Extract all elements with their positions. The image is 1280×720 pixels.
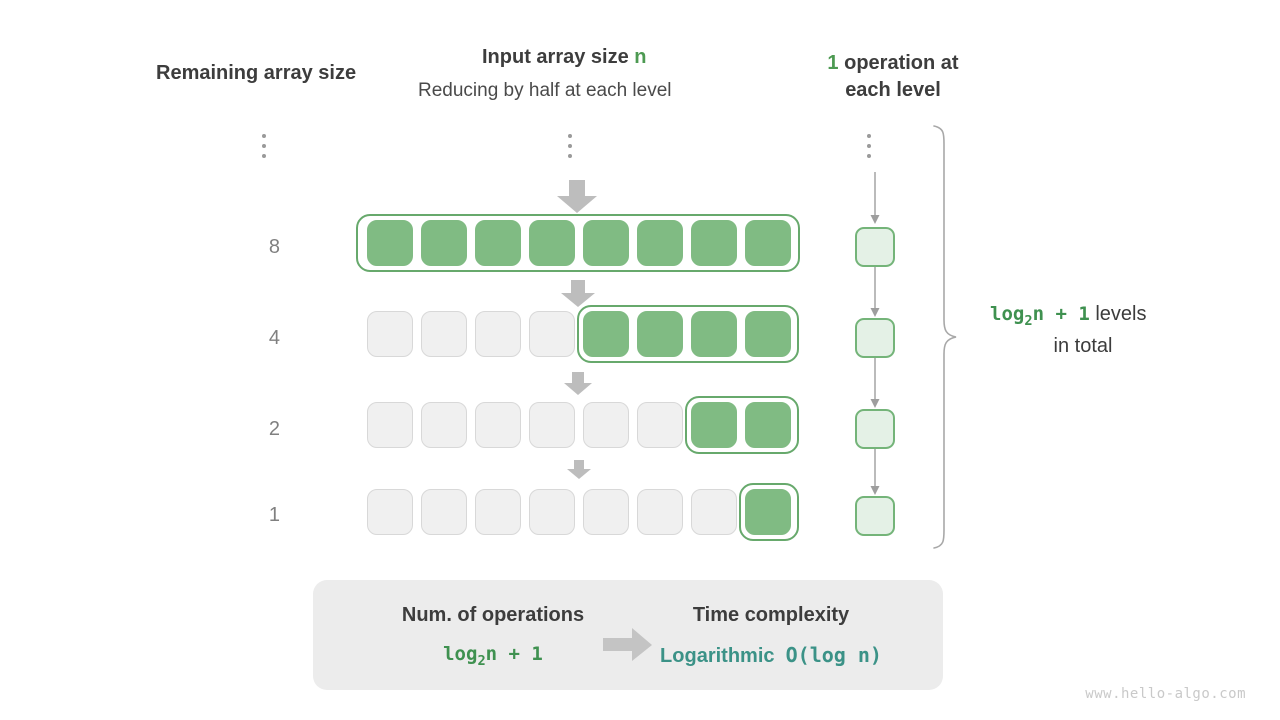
highlight-outline-2 [685, 396, 799, 454]
size-label-2: 2 [268, 418, 280, 440]
header-input-array-size: Input array size n [482, 46, 647, 69]
array-cell [745, 311, 791, 357]
down-arrow-icon-4 [566, 460, 592, 480]
summary-operations-value: log2n + 1 [443, 643, 543, 669]
array-cell [421, 311, 467, 357]
vertical-ellipsis-icon-operations [867, 134, 871, 158]
array-cell [475, 220, 521, 266]
header-input-text: Input array size [482, 46, 635, 68]
highlight-outline-1 [739, 483, 799, 541]
watermark: www.hello-algo.com [1085, 686, 1246, 702]
vertical-ellipsis-icon-left [262, 134, 266, 158]
array-cell [367, 489, 413, 535]
array-cell [421, 220, 467, 266]
array-cell [529, 489, 575, 535]
array-cell [691, 220, 737, 266]
array-cell [367, 311, 413, 357]
array-cell [637, 311, 683, 357]
levels-formula: log2n + 1 [990, 303, 1090, 329]
summary-panel: Num. of operations log2n + 1 Time comple… [313, 580, 943, 690]
summary-complexity-word: Logarithmic [660, 645, 775, 667]
vertical-ellipsis-icon-center [568, 134, 572, 158]
array-cell [529, 402, 575, 448]
array-cell [529, 311, 575, 357]
array-cell [691, 311, 737, 357]
array-cell [475, 489, 521, 535]
operation-box-level-8 [855, 227, 895, 267]
summary-complexity-column: Time complexity Logarithmic O(log n) [631, 604, 911, 668]
size-label-4: 4 [268, 327, 280, 349]
op-connector-arrow-3 [868, 449, 882, 502]
array-cell [367, 402, 413, 448]
levels-total-note: log2n + 1 levels in total [990, 300, 1220, 361]
array-cell [367, 220, 413, 266]
array-cell [637, 489, 683, 535]
summary-operations-column: Num. of operations log2n + 1 [353, 604, 633, 669]
levels-brace-icon [930, 124, 960, 555]
array-cell [583, 311, 629, 357]
operation-box-level-1 [855, 496, 895, 536]
array-cell [583, 402, 629, 448]
array-cell [421, 402, 467, 448]
operation-box-level-4 [855, 318, 895, 358]
header-operations-line2: each level [845, 79, 941, 101]
header-operations: 1 operation at each level [798, 50, 988, 104]
header-input-variable: n [634, 46, 647, 68]
size-label-1: 1 [268, 504, 280, 526]
levels-total-line1: log2n + 1 levels [990, 300, 1220, 332]
summary-operations-title: Num. of operations [401, 604, 585, 626]
array-cell [691, 489, 737, 535]
summary-complexity-value: Logarithmic O(log n) [631, 643, 911, 668]
header-remaining-array-size: Remaining array size [156, 62, 357, 84]
array-row-level-1 [362, 483, 799, 543]
op-connector-arrow-0 [868, 172, 882, 231]
array-row-level-4 [362, 305, 799, 365]
array-cell [745, 489, 791, 535]
array-cell [475, 311, 521, 357]
array-cell [475, 402, 521, 448]
highlight-outline-8 [356, 214, 800, 272]
highlight-outline-4 [577, 305, 799, 363]
array-cell [529, 220, 575, 266]
header-operations-count: 1 [827, 52, 839, 74]
array-cell [745, 402, 791, 448]
levels-total-suffix: levels [1089, 303, 1147, 325]
levels-total-line2: in total [1053, 334, 1113, 357]
down-arrow-icon-2 [560, 280, 596, 308]
header-input-subtitle: Reducing by half at each level [418, 80, 672, 101]
array-cell [583, 489, 629, 535]
size-label-8: 8 [268, 236, 280, 258]
op-connector-arrow-1 [868, 267, 882, 324]
array-cell [637, 402, 683, 448]
array-cell [691, 402, 737, 448]
summary-complexity-title: Time complexity [692, 604, 850, 626]
summary-complexity-bigo: O(log n) [785, 643, 882, 667]
array-cell [421, 489, 467, 535]
right-arrow-icon [603, 628, 653, 667]
array-row-level-8 [356, 214, 800, 274]
down-arrow-icon-1 [556, 180, 598, 214]
array-cell [637, 220, 683, 266]
operation-box-level-2 [855, 409, 895, 449]
array-row-level-2 [362, 396, 799, 456]
array-cell [745, 220, 791, 266]
down-arrow-icon-3 [563, 372, 593, 396]
array-cell [583, 220, 629, 266]
op-connector-arrow-2 [868, 358, 882, 415]
header-operations-text: operation at [838, 52, 959, 74]
